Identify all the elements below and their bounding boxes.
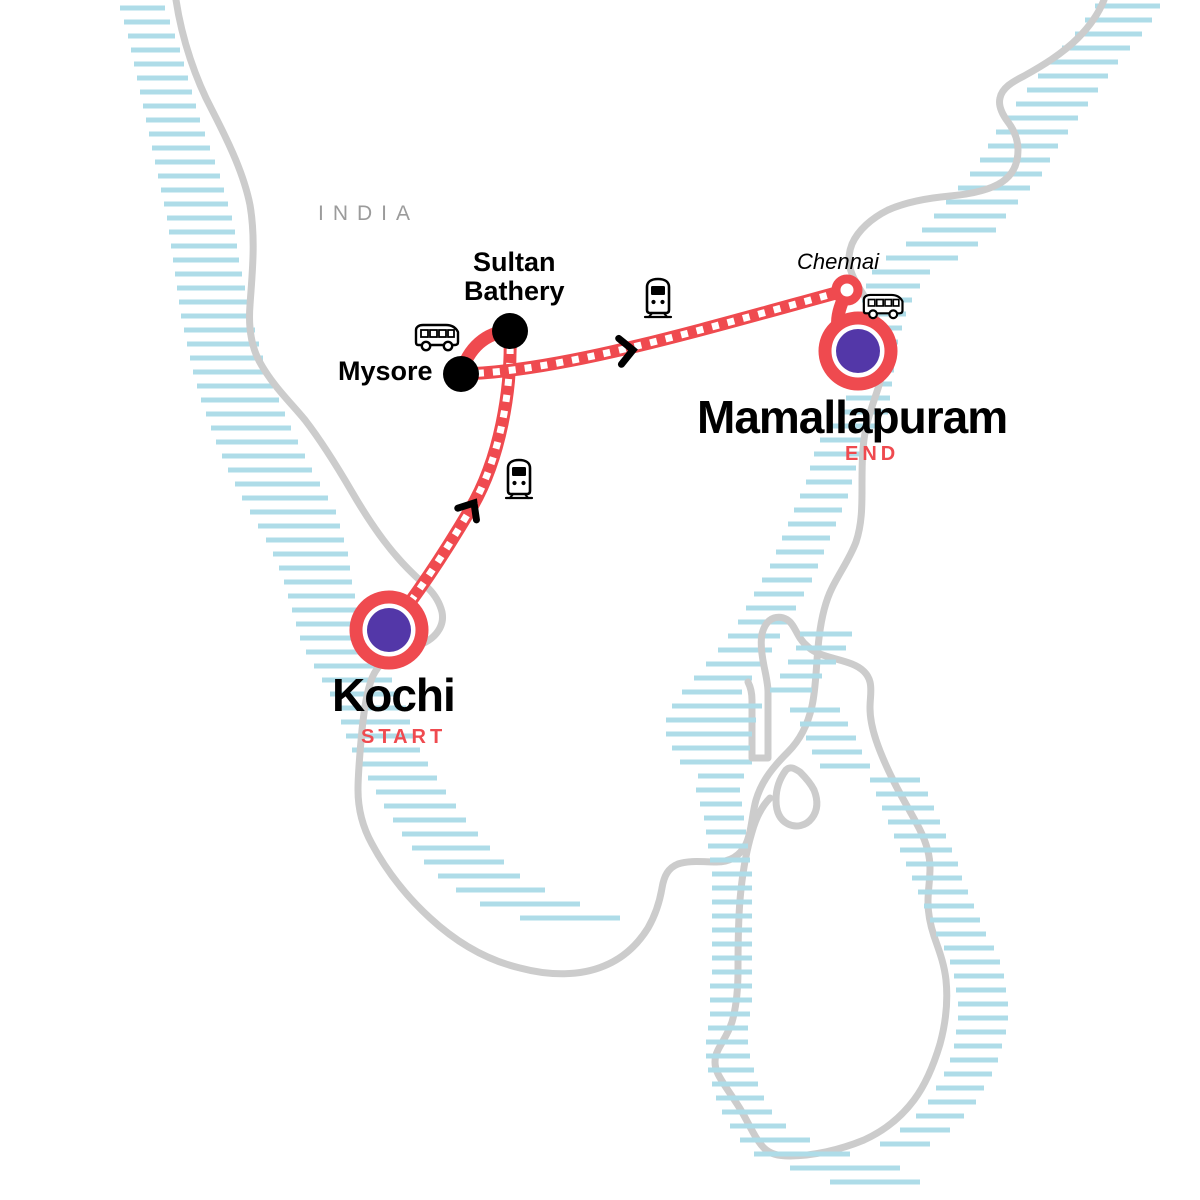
marker-kochi[interactable] <box>349 590 429 670</box>
ocean-hatching-west <box>120 5 620 921</box>
train-icon <box>643 277 673 319</box>
city-label-mamallapuram: Mamallapuram <box>697 391 1008 443</box>
marker-mamallapuram[interactable] <box>818 311 898 391</box>
bus-icon <box>414 323 460 352</box>
bus-icon <box>862 293 904 320</box>
city-label-sultan-bathery-line2: Bathery <box>464 275 565 306</box>
city-label-mysore: Mysore <box>338 356 433 386</box>
marker-sultan-bathery[interactable] <box>492 313 528 349</box>
city-label-chennai: Chennai <box>797 249 879 274</box>
india-coastline-west <box>172 0 1108 978</box>
country-label-india: INDIA <box>318 202 420 225</box>
marker-chennai[interactable] <box>831 274 863 306</box>
city-label-sultan-bathery-line1: Sultan <box>473 247 556 277</box>
endpoint-tag-start: START <box>361 726 447 748</box>
ocean-hatching-east <box>666 3 1160 765</box>
train-icon <box>504 458 534 500</box>
direction-arrow-kochi-leg <box>454 498 480 524</box>
marker-mysore[interactable] <box>443 356 479 392</box>
route-sultan-bathery-kochi <box>383 330 517 635</box>
direction-arrow-chennai-leg <box>615 334 638 368</box>
city-label-sultan-bathery: Sultan Bathery <box>464 248 565 305</box>
city-label-kochi: Kochi <box>332 669 456 721</box>
sri-lanka-coastline <box>772 764 821 830</box>
sri-lanka-hatching <box>696 631 1008 1185</box>
endpoint-tag-end: END <box>845 443 900 465</box>
sri-lanka-main-outline <box>711 613 951 1160</box>
route-mysore-chennai <box>460 283 849 381</box>
